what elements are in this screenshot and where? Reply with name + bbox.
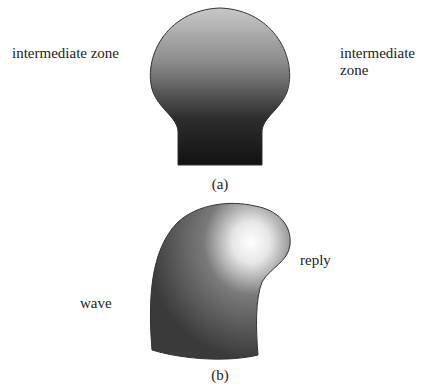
zone-label: intermediate zone	[12, 45, 122, 62]
region-label: reply	[300, 252, 331, 269]
shape-a	[150, 8, 289, 165]
zone-label: intermediate zone	[340, 45, 440, 79]
figure-label: (a)	[212, 176, 229, 193]
region-label: wave	[80, 295, 112, 312]
shape-b	[150, 203, 290, 359]
figure-label: (b)	[211, 367, 229, 384]
